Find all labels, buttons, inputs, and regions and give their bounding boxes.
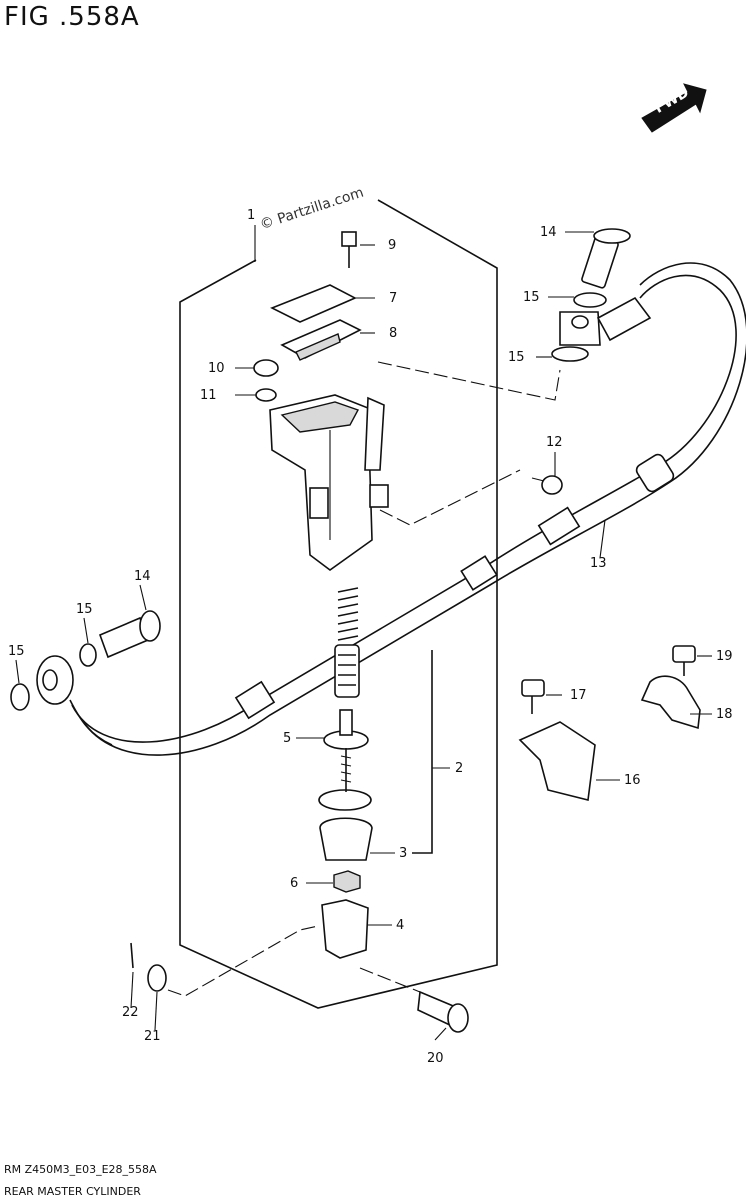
- washer-21: [147, 964, 167, 992]
- callout-15-a: 15: [523, 290, 540, 305]
- banjo-fitting-left: [10, 610, 161, 746]
- figure-title: FIG .558A: [4, 2, 140, 32]
- callout-14-right: 14: [540, 225, 557, 240]
- callout-7: 7: [389, 291, 398, 306]
- ring-11: [255, 388, 277, 402]
- reservoir-cap: [270, 284, 362, 361]
- callout-4: 4: [396, 918, 405, 933]
- leader-lines: [15, 231, 712, 1041]
- callout-13: 13: [590, 556, 607, 571]
- callout-18: 18: [716, 707, 733, 722]
- piston-assembly: [334, 587, 360, 698]
- bolt-17: [521, 679, 545, 714]
- fwd-arrow-icon: [641, 83, 707, 133]
- pushrod-5: [323, 709, 369, 792]
- callout-20: 20: [427, 1051, 444, 1066]
- callout-5: 5: [283, 731, 292, 746]
- callout-15-b: 15: [508, 350, 525, 365]
- assembly-outline: [179, 199, 498, 1009]
- callout-11: 11: [200, 388, 217, 403]
- model-code: RM Z450M3_E03_E28_558A: [4, 1163, 157, 1176]
- bolt-19: [672, 645, 696, 676]
- master-cylinder-body: [269, 394, 389, 571]
- callout-17: 17: [570, 688, 587, 703]
- callout-1: 1: [247, 208, 256, 223]
- clamp-18: [640, 675, 701, 730]
- banjo-fitting-right: [551, 228, 652, 362]
- cap-10: [253, 359, 279, 377]
- brake-hose: [71, 274, 737, 743]
- callout-19: 19: [716, 649, 733, 664]
- bracket-2: [412, 650, 433, 854]
- nut-6: [333, 870, 361, 893]
- cotter-pin-22: [130, 942, 134, 969]
- diagram-caption: REAR MASTER CYLINDER: [4, 1185, 141, 1198]
- callout-15-c: 15: [76, 602, 93, 617]
- callout-12: 12: [546, 435, 563, 450]
- clevis-4: [321, 899, 369, 959]
- callout-14-left: 14: [134, 569, 151, 584]
- bolt-12: [531, 475, 563, 495]
- callout-9: 9: [388, 238, 397, 253]
- bolt-9: [341, 231, 357, 268]
- callout-3: 3: [399, 846, 408, 861]
- callout-6: 6: [290, 876, 299, 891]
- boot-3: [319, 817, 373, 861]
- pin-20: [417, 990, 469, 1033]
- callout-21: 21: [144, 1029, 161, 1044]
- callout-15-d: 15: [8, 644, 25, 659]
- callout-8: 8: [389, 326, 398, 341]
- callout-10: 10: [208, 361, 225, 376]
- callout-2: 2: [455, 761, 464, 776]
- circlip: [318, 789, 372, 811]
- dashed-guides: [167, 361, 561, 997]
- hose-sleeves: [234, 453, 675, 720]
- callout-22: 22: [122, 1005, 139, 1020]
- clamp-16: [518, 721, 596, 801]
- callout-16: 16: [624, 773, 641, 788]
